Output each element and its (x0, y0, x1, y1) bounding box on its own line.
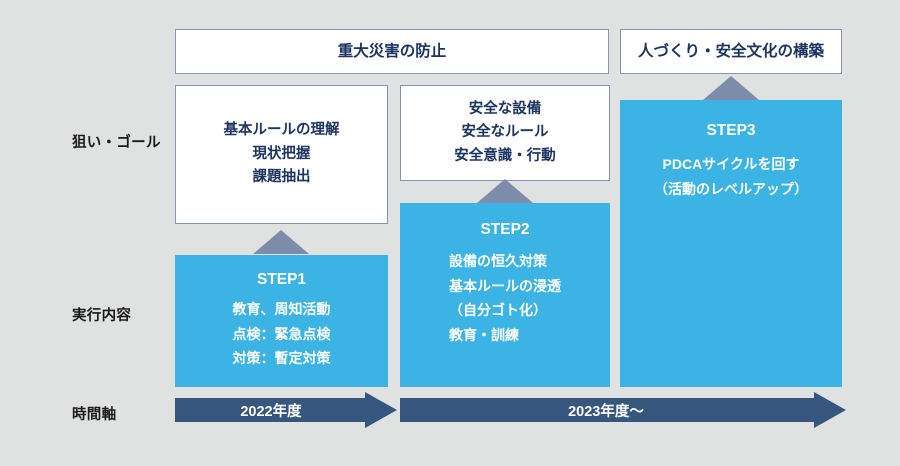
row-label-goal: 狙い・ゴール (72, 135, 161, 151)
arrow-up-icon-step2 (477, 179, 533, 203)
goal-box-step1-line-3: 課題抽出 (252, 169, 311, 186)
step-box-step3-title: STEP3 (706, 122, 756, 139)
step-box-step1-body: 教育、周知活動 点検：緊急点検 対策：暫定対策 (233, 297, 331, 371)
step-box-step3-body: PDCAサイクルを回す （活動のレベルアップ） (654, 152, 808, 201)
step-box-step1-title: STEP1 (256, 271, 307, 288)
goal-box-step2-line-3: 安全意識・行動 (454, 147, 556, 164)
step-box-step2: STEP2 設備の恒久対策 基本ルールの浸透 （自分ゴト化） 教育・訓練 (400, 203, 610, 387)
timeline-arrow-fy2023: 2023年度〜 (400, 392, 846, 428)
goal-box-step2-line-1: 安全な設備 (468, 100, 542, 117)
goal-box-step1: 基本ルールの理解 現状把握 課題抽出 (175, 85, 388, 224)
step-box-step2-line-1: 設備の恒久対策 (449, 253, 547, 269)
timeline-arrow-fy2022-label: 2022年度 (240, 403, 302, 420)
timeline-arrow-fy2023-label: 2023年度〜 (568, 403, 644, 420)
arrow-up-icon-step3 (703, 76, 759, 100)
step-box-step3-line-2: （活動のレベルアップ） (654, 180, 808, 197)
step-box-step1-line-2: 点検：緊急点検 (232, 325, 331, 342)
banner-major-disaster-prevention: 重大災害の防止 (175, 29, 609, 74)
row-label-timeline: 時間軸 (72, 407, 117, 423)
goal-box-step1-line-2: 現状把握 (252, 145, 311, 162)
goal-box-step1-line-1: 基本ルールの理解 (223, 122, 340, 139)
banner-major-disaster-prevention-text: 重大災害の防止 (337, 42, 447, 60)
arrow-up-icon-step1 (253, 230, 309, 254)
step-box-step2-body: 設備の恒久対策 基本ルールの浸透 （自分ゴト化） 教育・訓練 (449, 249, 561, 347)
goal-box-step2-line-2: 安全なルール (461, 124, 549, 141)
step-box-step2-title: STEP2 (480, 221, 530, 238)
step-box-step1-line-1: 教育、周知活動 (232, 301, 331, 317)
step-box-step3: STEP3 PDCAサイクルを回す （活動のレベルアップ） (620, 100, 842, 387)
goal-box-step2: 安全な設備 安全なルール 安全意識・行動 (400, 85, 610, 181)
banner-people-safety-culture-text: 人づくり・安全文化の構築 (637, 42, 824, 60)
timeline-arrow-fy2022: 2022年度 (175, 392, 397, 428)
step-box-step2-line-2: 基本ルールの浸透 (449, 277, 561, 294)
row-label-execution: 実行内容 (72, 308, 132, 324)
step-box-step1: STEP1 教育、周知活動 点検：緊急点検 対策：暫定対策 (175, 255, 388, 387)
banner-people-safety-culture: 人づくり・安全文化の構築 (620, 29, 842, 74)
step-box-step1-line-3: 対策：暫定対策 (232, 350, 331, 366)
step-box-step2-line-3: （自分ゴト化） (449, 302, 547, 318)
step-box-step2-line-4: 教育・訓練 (449, 326, 519, 343)
step-box-step3-line-1: PDCAサイクルを回す (662, 156, 800, 172)
